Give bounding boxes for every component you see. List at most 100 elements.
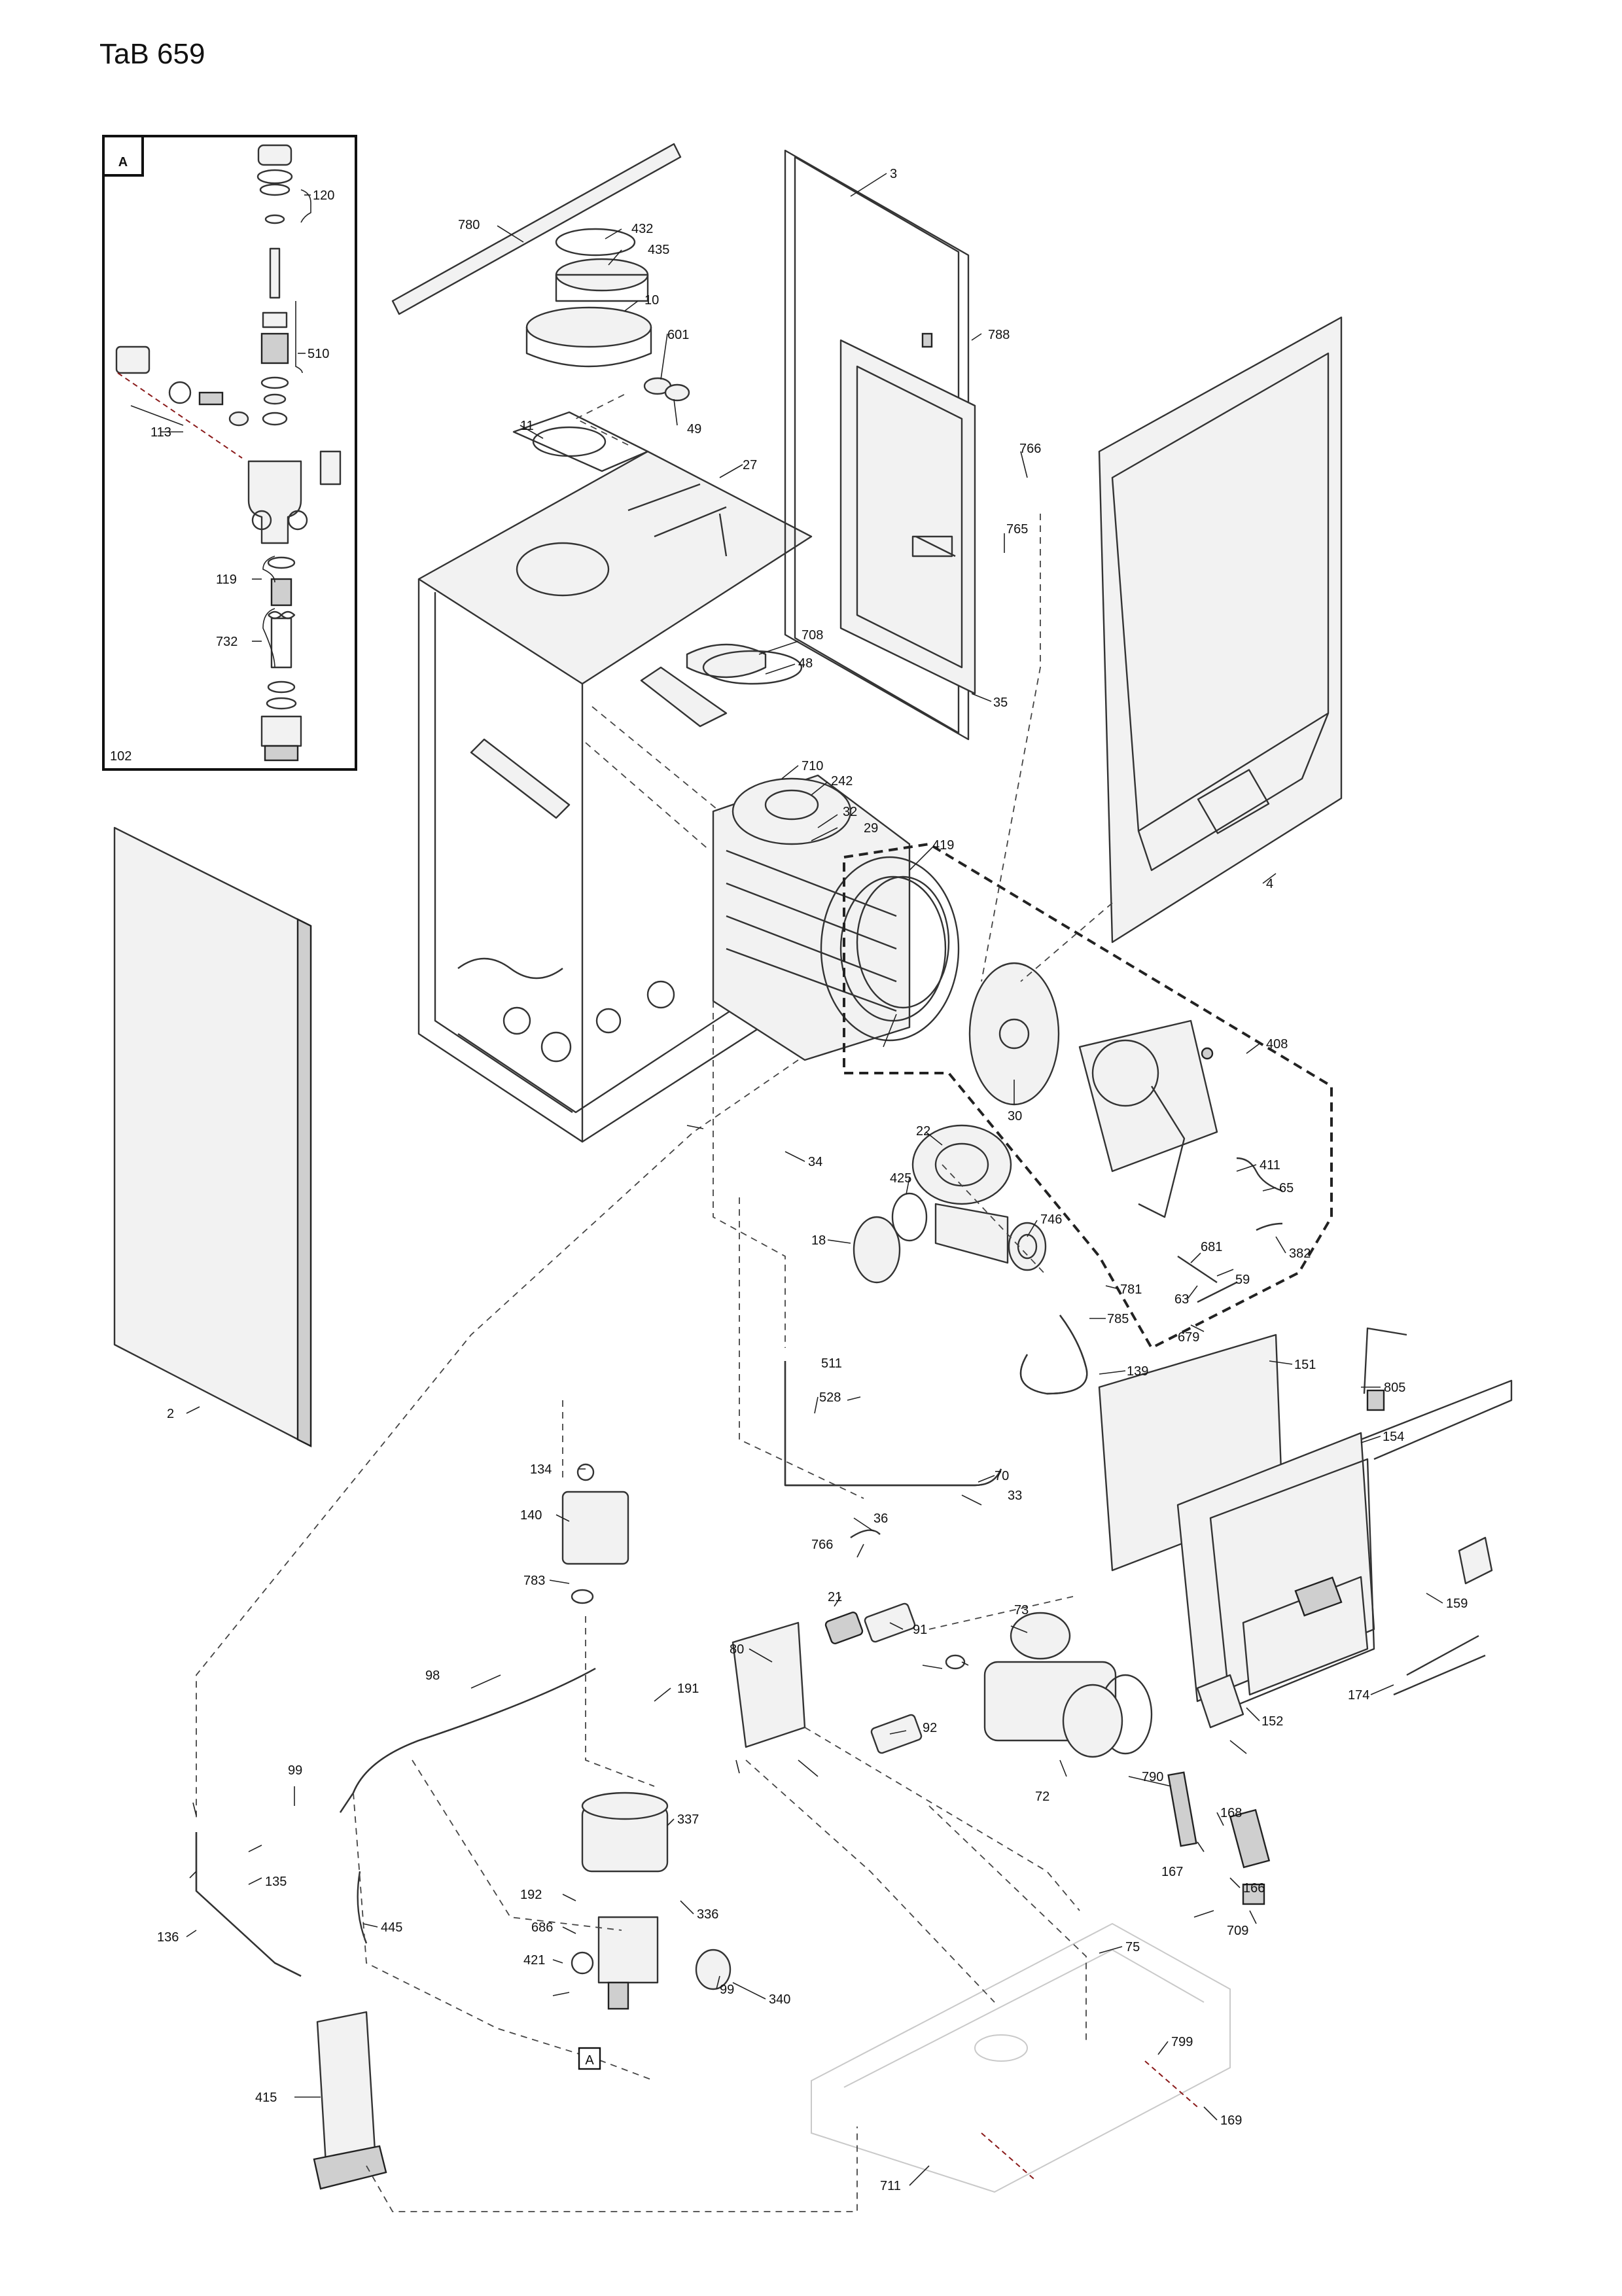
label-33a: 33	[1008, 1489, 1022, 1503]
flue-assembly	[391, 143, 690, 472]
label-30: 30	[1008, 1109, 1022, 1123]
label-340: 340	[769, 1992, 790, 2007]
label-765: 765	[1006, 522, 1028, 537]
label-59: 59	[1235, 1273, 1250, 1287]
part-labels: 120 510 113 119 732 780 432 435 10 601 4…	[150, 167, 1468, 2193]
label-27: 27	[743, 458, 757, 472]
label-18: 18	[811, 1233, 826, 1248]
label-746: 746	[1040, 1212, 1062, 1227]
bracket-113	[130, 405, 184, 426]
label-91: 91	[913, 1623, 927, 1637]
label-790: 790	[1142, 1770, 1163, 1784]
label-783a: 783	[523, 1574, 545, 1588]
label-242: 242	[831, 774, 853, 788]
label-75: 75	[1125, 1940, 1140, 1954]
label-432: 432	[631, 222, 653, 236]
label-113: 113	[150, 425, 171, 440]
label-336: 336	[697, 1907, 718, 1922]
manifold-fittings	[732, 1602, 966, 1754]
fan-unit	[853, 1124, 1047, 1284]
label-34: 34	[808, 1155, 822, 1169]
label-152: 152	[1261, 1714, 1283, 1729]
label-167: 167	[1161, 1865, 1183, 1879]
heat-exchanger	[686, 643, 960, 1061]
bracket-732	[262, 608, 275, 668]
intake-hose	[1019, 1315, 1088, 1395]
label-166: 166	[1243, 1881, 1265, 1896]
label-785: 785	[1107, 1312, 1129, 1326]
label-3: 3	[890, 167, 897, 181]
label-679: 679	[1178, 1330, 1199, 1345]
label-4: 4	[1266, 877, 1273, 891]
label-419a: 419	[932, 838, 954, 853]
expansion-vessel	[839, 332, 976, 695]
label-415: 415	[255, 2091, 277, 2105]
label-601: 601	[667, 328, 689, 342]
label-98: 98	[425, 1669, 440, 1683]
label-119: 119	[216, 573, 237, 587]
label-154: 154	[1383, 1430, 1404, 1444]
hydraulic-pipework	[195, 1361, 1002, 1977]
label-70: 70	[995, 1469, 1009, 1483]
label-781: 781	[1120, 1282, 1142, 1297]
label-510: 510	[308, 347, 329, 361]
inset-a-panel: A 102	[102, 135, 357, 771]
label-49: 49	[687, 422, 701, 436]
label-425: 425	[890, 1171, 911, 1186]
label-711: 711	[880, 2179, 901, 2193]
label-780: 780	[458, 218, 480, 232]
label-99b: 99	[720, 1983, 734, 1997]
label-21: 21	[828, 1590, 842, 1604]
boiler-chassis	[417, 450, 813, 1143]
label-408: 408	[1266, 1037, 1288, 1051]
label-788a: 788	[988, 328, 1010, 342]
label-421: 421	[523, 1953, 545, 1968]
leader-lines	[160, 173, 1443, 2186]
burner-parts	[968, 962, 1283, 1303]
label-10: 10	[644, 293, 659, 308]
label-29: 29	[864, 821, 878, 836]
inset-number: 102	[110, 749, 132, 764]
label-11: 11	[520, 419, 534, 433]
side-panel-3	[784, 149, 970, 741]
label-36: 36	[873, 1511, 888, 1526]
label-139: 139	[1127, 1364, 1148, 1379]
label-411: 411	[1260, 1158, 1280, 1173]
label-65: 65	[1279, 1181, 1294, 1195]
label-168a: 168	[1220, 1806, 1242, 1820]
label-135: 135	[265, 1875, 287, 1889]
label-799: 799	[1171, 2035, 1193, 2049]
label-72: 72	[1035, 1790, 1049, 1804]
label-63: 63	[1174, 1292, 1189, 1307]
label-134: 134	[530, 1462, 552, 1477]
label-805: 805	[1384, 1381, 1405, 1395]
label-686: 686	[531, 1920, 553, 1935]
label-766a: 766	[1019, 442, 1041, 456]
label-151: 151	[1294, 1358, 1316, 1372]
label-92: 92	[923, 1721, 937, 1735]
label-191: 191	[677, 1682, 699, 1696]
label-766b: 766	[811, 1538, 833, 1552]
label-192a: 192	[520, 1888, 542, 1902]
label-22: 22	[916, 1124, 930, 1139]
burner-assembly-boundary	[843, 842, 1333, 1350]
label-681: 681	[1201, 1240, 1222, 1254]
label-511a: 511	[821, 1356, 842, 1371]
label-382: 382	[1289, 1246, 1311, 1261]
diverter-valve	[561, 1463, 629, 1604]
bracket-510	[295, 301, 303, 374]
control-box	[1098, 1327, 1513, 1729]
label-528a: 528	[819, 1390, 841, 1405]
page-title: TaB 659	[99, 38, 205, 70]
ghost-base-frame	[811, 1922, 1231, 2193]
assembly-routes	[196, 392, 1198, 2212]
label-140: 140	[520, 1508, 542, 1523]
inset-letter: A	[118, 155, 128, 169]
label-2: 2	[167, 1407, 174, 1421]
label-48: 48	[798, 656, 813, 671]
front-panel-4	[1098, 316, 1343, 944]
pump	[983, 1612, 1153, 1758]
label-32: 32	[843, 805, 857, 819]
gas-valve-assembly	[571, 1792, 732, 2010]
callout-letter: A	[585, 2053, 594, 2068]
